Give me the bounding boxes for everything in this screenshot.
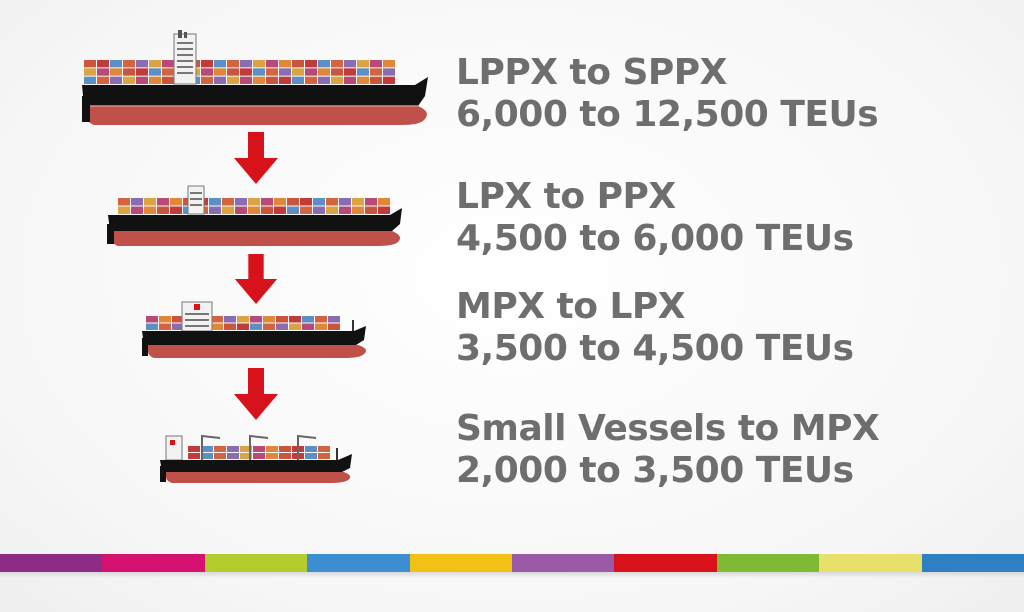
step-label-4: Small Vessels to MPX 2,000 to 3,500 TEUs [456, 408, 880, 492]
capacity-label: 6,000 to 12,500 TEUs [456, 94, 879, 135]
capacity-label: 2,000 to 3,500 TEUs [456, 450, 854, 491]
large-container-ship-icon [82, 30, 428, 125]
stripe-segment [0, 554, 103, 572]
capacity-label: 3,500 to 4,500 TEUs [456, 328, 854, 369]
stripe-segment [716, 554, 820, 572]
vessel-class-label: MPX to LPX [456, 286, 686, 327]
stripe-segment [921, 554, 1024, 572]
step-label-1: LPPX to SPPX 6,000 to 12,500 TEUs [456, 52, 879, 136]
step-label-3: MPX to LPX 3,500 to 4,500 TEUs [456, 286, 854, 370]
stripe-segment [614, 554, 717, 572]
stripe-segment [409, 554, 513, 572]
vessel-class-label: Small Vessels to MPX [456, 408, 880, 449]
color-stripe [0, 554, 1024, 572]
container-ship-icon [107, 185, 402, 246]
stripe-shadow [0, 572, 1024, 578]
stripe-segment [102, 554, 205, 572]
stripe-segment [204, 554, 308, 572]
small-geared-container-ship-icon [160, 434, 352, 483]
ship-containers [84, 60, 395, 84]
capacity-label: 4,500 to 6,000 TEUs [456, 218, 854, 259]
step-label-2: LPX to PPX 4,500 to 6,000 TEUs [456, 176, 854, 260]
down-arrow-icon [234, 368, 278, 420]
ship-containers [118, 198, 390, 214]
ship-containers [188, 446, 330, 459]
down-arrow-icon [234, 132, 278, 184]
stripe-segment [307, 554, 410, 572]
down-arrow-icon [234, 254, 278, 304]
vessel-class-label: LPX to PPX [456, 176, 676, 217]
medium-container-ship-icon [142, 301, 366, 358]
stripe-segment [512, 554, 615, 572]
stripe-segment [819, 554, 922, 572]
ship-containers [146, 316, 340, 330]
vessel-class-label: LPPX to SPPX [456, 52, 727, 93]
